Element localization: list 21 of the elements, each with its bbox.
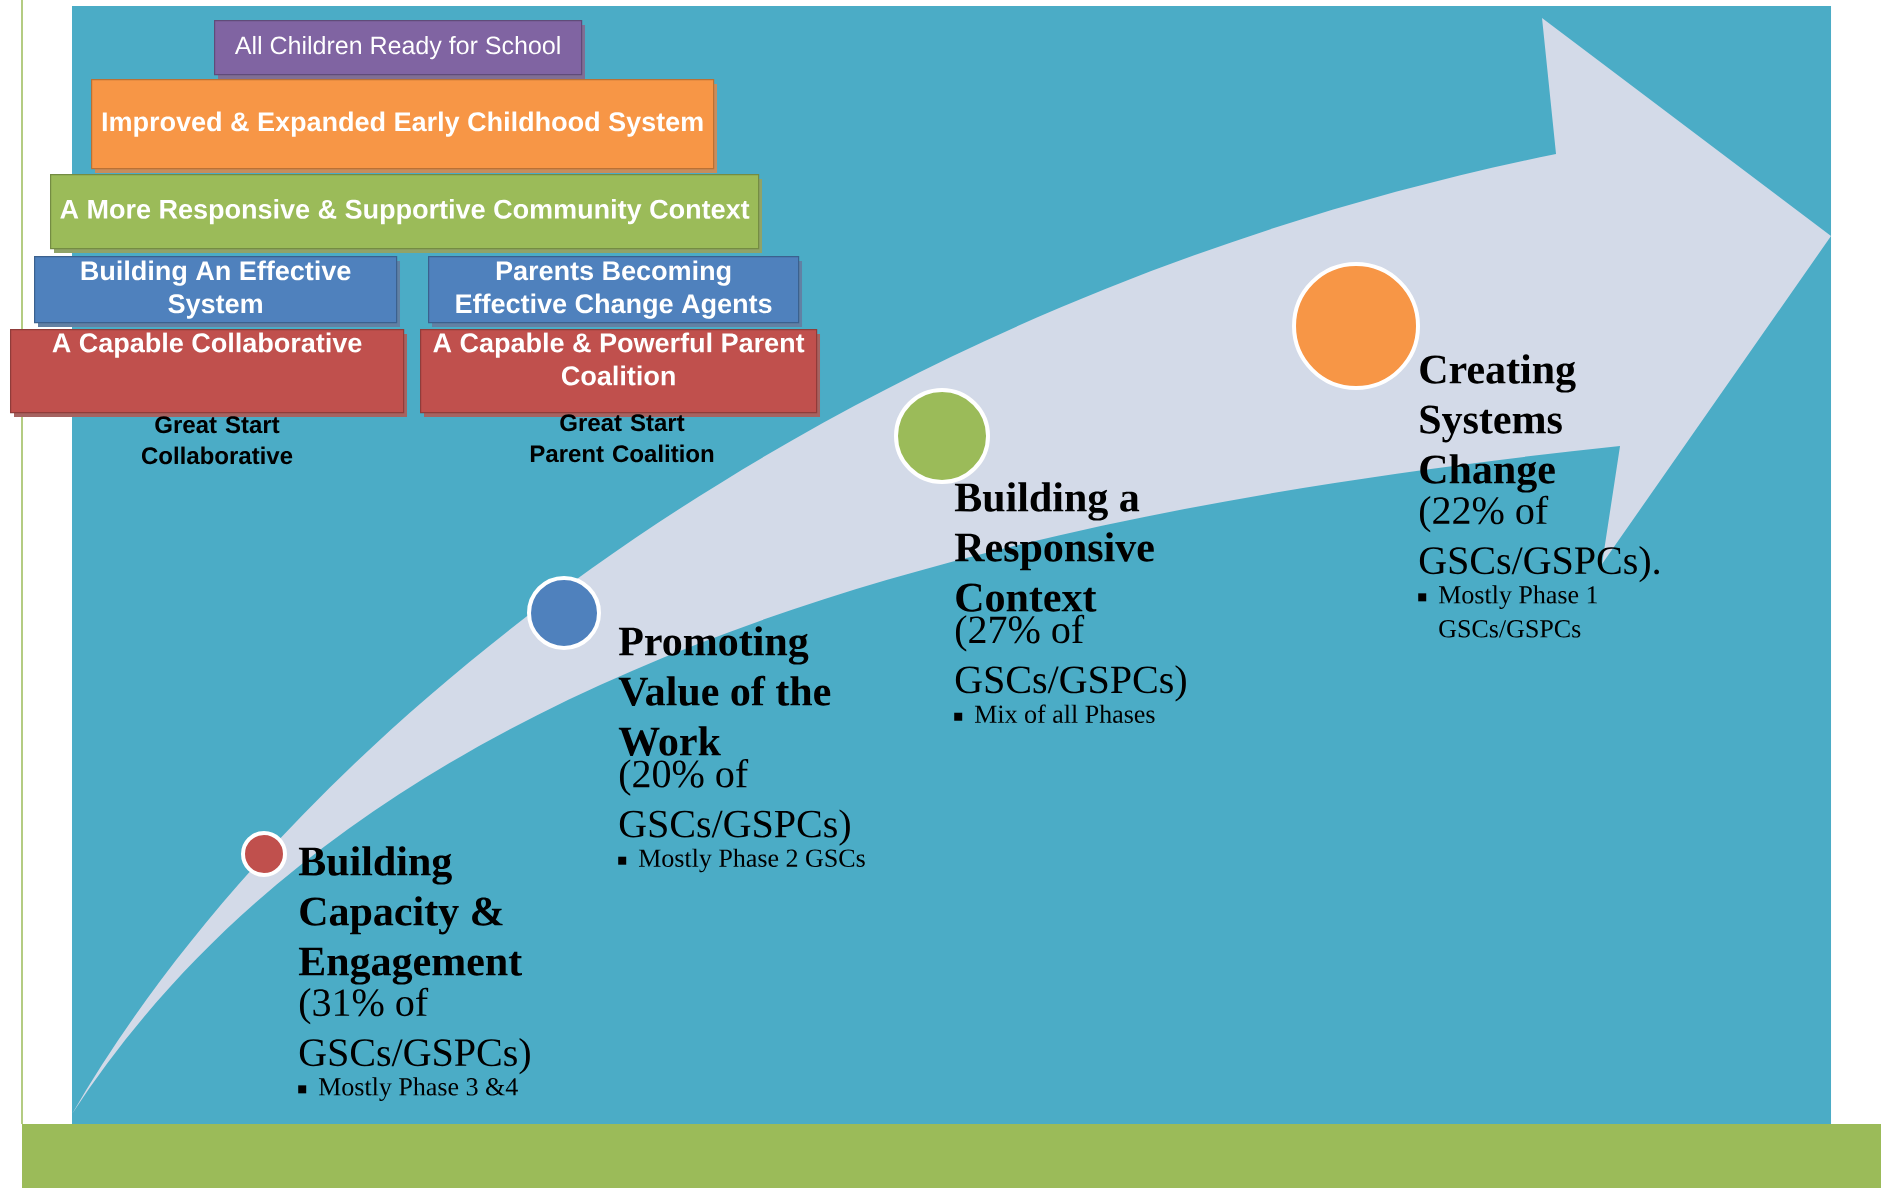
stage-heading: Creating Systems Change	[1420, 354, 1576, 493]
label-box: Improved & Expanded Early Childhood System	[91, 79, 717, 173]
label-box: All Children Ready for School	[214, 20, 585, 79]
label-box: Parents Becoming Effective Change Agents	[428, 256, 802, 327]
stage-dot	[527, 576, 601, 650]
caption-text: Great Start Collaborative	[141, 416, 293, 465]
caption-text: Great Start Parent Coalition	[530, 414, 714, 463]
bullet-text: Mostly Phase 3 &4	[318, 1077, 518, 1101]
label-box: A Capable Collaborative	[10, 329, 407, 417]
bullet-text: Mostly Phase 2 GSCs	[638, 848, 865, 873]
label-box: Building An Effective System	[34, 256, 400, 327]
percentage-text: (20% of GSCs/GSPCs)	[619, 759, 850, 846]
stage-dot	[1292, 262, 1420, 390]
bullet-text: Mix of all Phases	[974, 704, 1155, 723]
stage-heading: Building Capacity & Engagement	[298, 846, 522, 985]
stage-dot	[894, 388, 990, 484]
percentage-text: (31% of GSCs/GSPCs)	[299, 987, 530, 1075]
percentage-text: (27% of GSCs/GSPCs)	[955, 614, 1186, 702]
percentage-text: (22% of GSCs/GSPCs).	[1419, 495, 1659, 583]
bullet-text: Mostly Phase 1 GSCs/GSPCs	[1438, 585, 1597, 638]
label-box: A More Responsive & Supportive Community Context	[50, 174, 762, 253]
